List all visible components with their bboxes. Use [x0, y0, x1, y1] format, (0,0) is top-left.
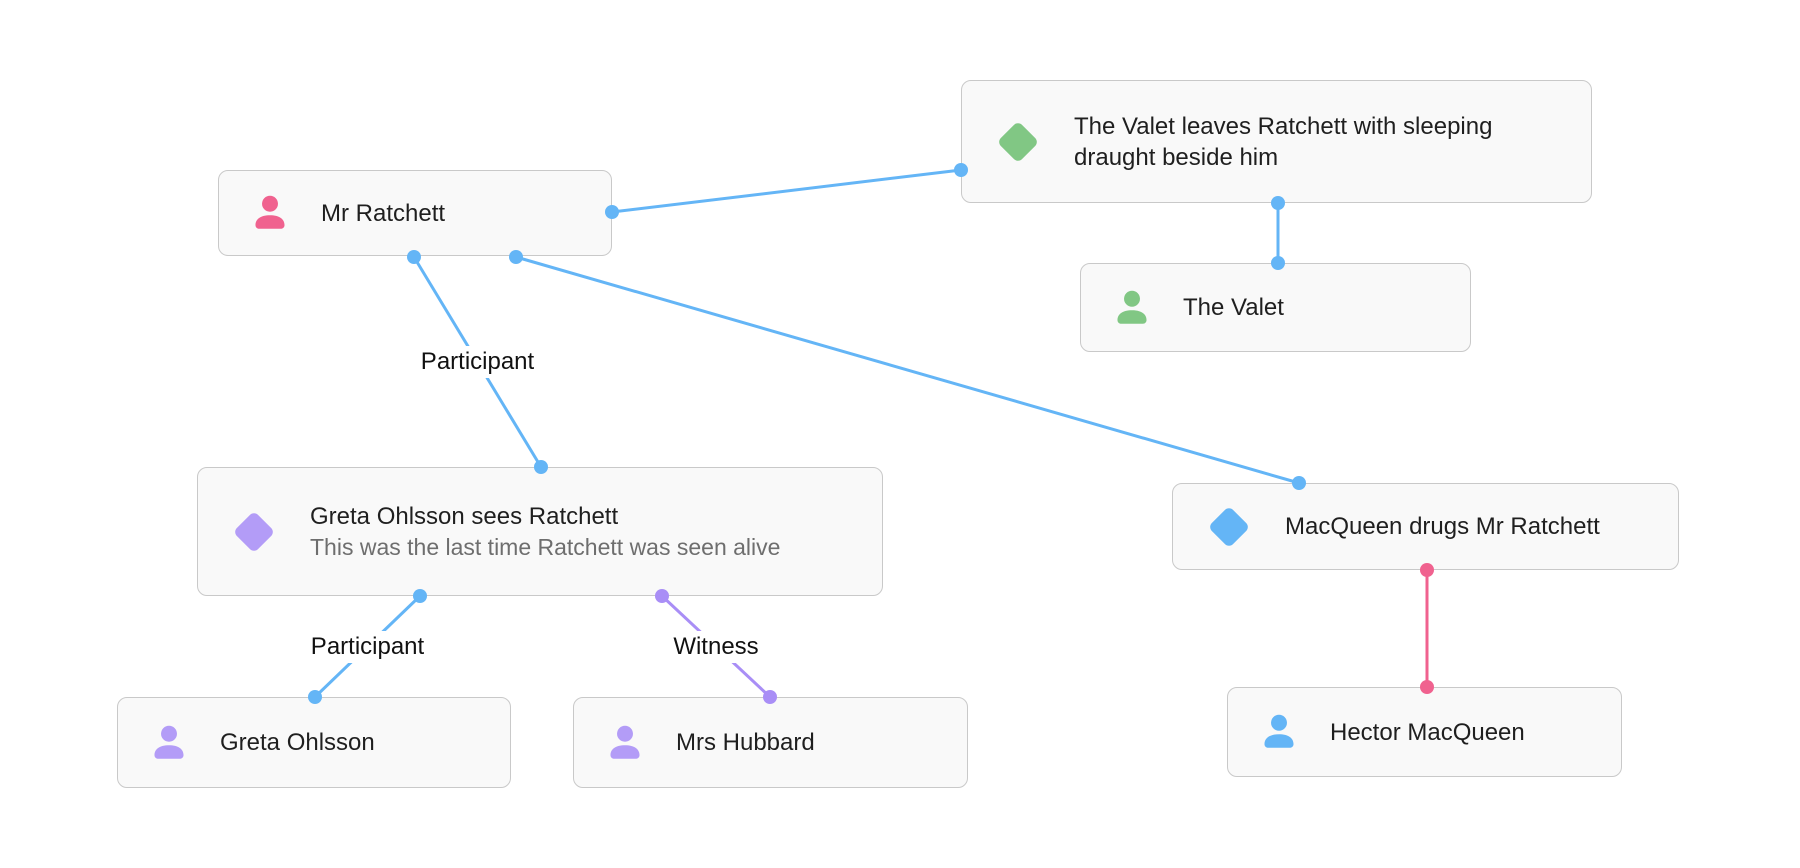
edge-endpoint-dot	[1292, 476, 1306, 490]
edge-endpoint-dot	[605, 205, 619, 219]
person-icon	[604, 722, 646, 764]
person-icon	[148, 722, 190, 764]
node-valet-leaves-ratchett-event[interactable]: The Valet leaves Ratchett with sleeping …	[961, 80, 1592, 203]
node-label: Hector MacQueen	[1330, 718, 1525, 746]
node-label: Greta Ohlsson	[220, 729, 375, 756]
edge-endpoint-dot	[407, 250, 421, 264]
edge-endpoint-dot	[1271, 256, 1285, 270]
node-greta-ohlsson[interactable]: Greta Ohlsson	[117, 697, 511, 788]
edge-endpoint-dot	[655, 589, 669, 603]
person-icon	[1111, 287, 1153, 329]
person-icon	[249, 192, 291, 234]
diamond-icon	[1203, 501, 1255, 553]
edge-ratchett-to-valet-event[interactable]	[611, 168, 962, 214]
edge-ratchett-to-macqueen-event[interactable]	[515, 255, 1300, 485]
node-mr-ratchett[interactable]: Mr Ratchett	[218, 170, 612, 256]
node-label: Greta Ohlsson sees Ratchett	[310, 502, 619, 530]
edge-endpoint-dot	[509, 250, 523, 264]
edge-label-ratchett-to-greta-event[interactable]: Participant	[410, 346, 545, 378]
edge-endpoint-dot	[413, 589, 427, 603]
node-hector-macqueen[interactable]: Hector MacQueen	[1227, 687, 1622, 777]
diamond-icon	[228, 506, 280, 558]
edge-label-greta-event-to-hubbard[interactable]: Witness	[663, 630, 769, 663]
edge-endpoint-dot	[954, 163, 968, 177]
node-label: MacQueen drugs Mr Ratchett	[1285, 513, 1600, 540]
edge-endpoint-dot	[534, 460, 548, 474]
edge-label-greta-event-to-greta[interactable]: Participant	[300, 630, 435, 663]
node-sublabel: This was the last time Ratchett was seen…	[310, 533, 781, 560]
edge-endpoint-dot	[1420, 680, 1434, 694]
person-icon	[1258, 711, 1300, 753]
node-the-valet[interactable]: The Valet	[1080, 263, 1471, 352]
diamond-icon	[992, 116, 1044, 168]
edge-endpoint-dot	[1420, 563, 1434, 577]
edge-endpoint-dot	[763, 690, 777, 704]
node-mrs-hubbard[interactable]: Mrs Hubbard	[573, 697, 968, 788]
node-macqueen-drugs-ratchett-event[interactable]: MacQueen drugs Mr Ratchett	[1172, 483, 1679, 570]
node-label: The Valet	[1183, 294, 1284, 321]
node-label: Mrs Hubbard	[676, 729, 815, 756]
node-label: Mr Ratchett	[321, 199, 446, 227]
node-label: The Valet leaves Ratchett with sleeping …	[1074, 112, 1493, 171]
edge-endpoint-dot	[1271, 196, 1285, 210]
edge-endpoint-dot	[308, 690, 322, 704]
